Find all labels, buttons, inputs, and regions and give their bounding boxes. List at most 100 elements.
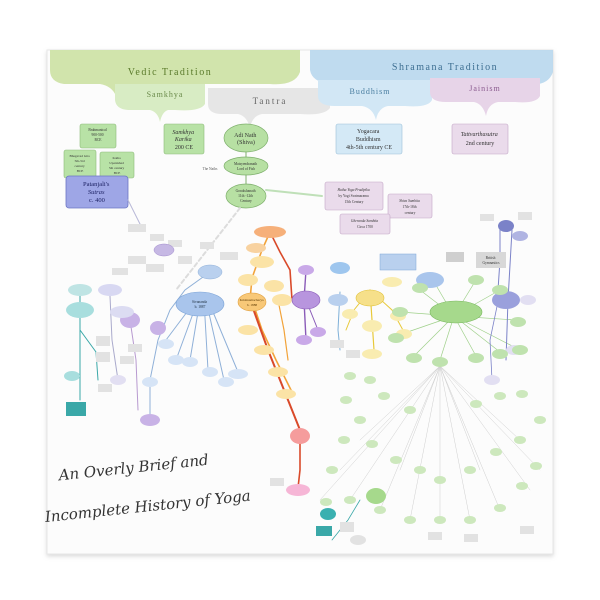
list-item — [476, 252, 506, 268]
list-item — [254, 345, 274, 355]
list-item — [342, 309, 358, 319]
list-item — [120, 356, 134, 364]
hatha-yoga-pradipika-box: Hatha Yoga Pradipika by Yogi Svatmarama … — [324, 181, 384, 211]
list-item — [446, 252, 464, 262]
list-item — [175, 291, 225, 317]
svg-text:Yogacara Buddhism: Yogacara Buddhism 4th-5th century CE — [346, 129, 392, 151]
list-item — [168, 240, 182, 247]
list-item — [494, 504, 506, 512]
bhagavad-gita-box: Bhagavad Gita 5th-3rd century BCE — [63, 149, 97, 179]
svg-text:Matsyendranath Lord of F: Matsyendranath Lord of Fish — [234, 162, 258, 171]
list-item — [150, 321, 166, 335]
list-item — [168, 355, 184, 365]
patanjali-sutras-box: Patanjali's Sutras c. 400 — [65, 175, 129, 209]
list-item — [66, 302, 94, 318]
list-item — [238, 325, 258, 335]
svg-text:Gheranda Samhita Circa 1: Gheranda Samhita Circa 1700 — [351, 219, 379, 229]
list-item — [98, 384, 112, 392]
list-item — [494, 392, 506, 400]
list-item — [146, 264, 164, 272]
svg-text:Shiva Samhita 17th-18th: Shiva Samhita 17th-18th century — [399, 199, 421, 215]
list-item — [498, 220, 514, 232]
list-item — [296, 335, 312, 345]
list-item — [286, 484, 310, 496]
svg-text:Brahmanical 900-500: Brahmanical 900-500 BCE — [88, 128, 107, 142]
list-item — [362, 320, 382, 332]
list-item — [254, 226, 286, 238]
list-item — [512, 345, 528, 355]
list-item — [344, 372, 356, 380]
list-item — [272, 294, 292, 306]
list-item — [464, 466, 476, 474]
svg-text:Gorakshanath 11th -12th: Gorakshanath 11th -12th Century — [236, 189, 257, 203]
list-item — [98, 284, 122, 296]
tantra-banner — [208, 88, 330, 128]
list-item — [220, 252, 238, 260]
list-item — [490, 448, 502, 456]
list-item — [468, 275, 484, 285]
list-item — [346, 350, 360, 358]
gorakshanath-node: Gorakshanath 11th -12th Century — [225, 183, 267, 209]
list-item — [110, 375, 126, 385]
list-item — [492, 291, 520, 309]
list-item — [228, 369, 248, 379]
list-item — [366, 440, 378, 448]
list-item — [414, 466, 426, 474]
list-item — [379, 253, 417, 271]
list-item — [534, 416, 546, 424]
list-item — [344, 496, 356, 504]
list-item — [362, 349, 382, 359]
node-cluster: Sivananda b. 1887 Krishnamachary — [64, 212, 546, 545]
svg-text:Hatha Yoga Pradipika by: Hatha Yoga Pradipika by Yogi Svatmarama … — [336, 188, 370, 204]
list-item — [518, 212, 532, 220]
list-item — [316, 526, 332, 536]
svg-text:Tattvarthasutra 2nd cent: Tattvarthasutra 2nd century — [461, 132, 500, 147]
svg-text:Patanjali's Sutras: Patanjali's Sutras c. 400 — [83, 181, 111, 204]
list-item — [484, 375, 500, 385]
list-item — [338, 436, 350, 444]
list-item — [298, 265, 314, 275]
list-item — [128, 256, 146, 264]
list-item — [153, 243, 175, 257]
list-item — [246, 243, 266, 253]
list-item — [374, 506, 386, 514]
list-item — [330, 262, 350, 274]
list-item — [355, 289, 385, 307]
list-item — [434, 476, 446, 484]
list-item — [364, 376, 376, 384]
samkhya-label: Samkhya — [147, 90, 184, 99]
list-item — [434, 516, 446, 524]
list-item — [326, 466, 338, 474]
list-item — [530, 462, 542, 470]
list-item — [516, 390, 528, 398]
british-gymnastics-label: British Gymnastics — [483, 256, 501, 265]
list-item — [290, 428, 310, 444]
list-item — [276, 389, 296, 399]
list-item — [390, 456, 402, 464]
list-item — [264, 280, 284, 292]
jainism-banner — [430, 78, 540, 116]
list-item — [520, 295, 536, 305]
list-item — [492, 285, 508, 295]
jainism-label: Jainism — [469, 84, 500, 93]
svg-text:Adi Nath (Shiva): Adi Nath (Shiva) — [234, 133, 258, 146]
list-item — [468, 353, 484, 363]
list-item — [64, 371, 80, 381]
shramana-tradition-label: Shramana Tradition — [392, 62, 498, 73]
gheranda-samhita-box: Gheranda Samhita Circa 1700 — [339, 213, 391, 235]
list-item — [142, 377, 158, 387]
list-item — [197, 264, 223, 280]
list-item — [128, 224, 146, 232]
krishnamacharya-label: Krishnamacharya b. 1888 — [240, 298, 265, 307]
katha-upanishad-box: Katha Upanishad 5th century BCE — [99, 151, 135, 179]
nath-label: The Naths — [203, 167, 218, 171]
list-item — [140, 414, 160, 426]
list-item — [388, 333, 404, 343]
list-item — [382, 277, 402, 287]
list-item — [340, 396, 352, 404]
list-item — [464, 516, 476, 524]
list-item — [470, 400, 482, 408]
list-item — [158, 339, 174, 349]
buddhism-banner — [318, 80, 432, 120]
adi-nath-node: Adi Nath (Shiva) — [223, 123, 269, 153]
